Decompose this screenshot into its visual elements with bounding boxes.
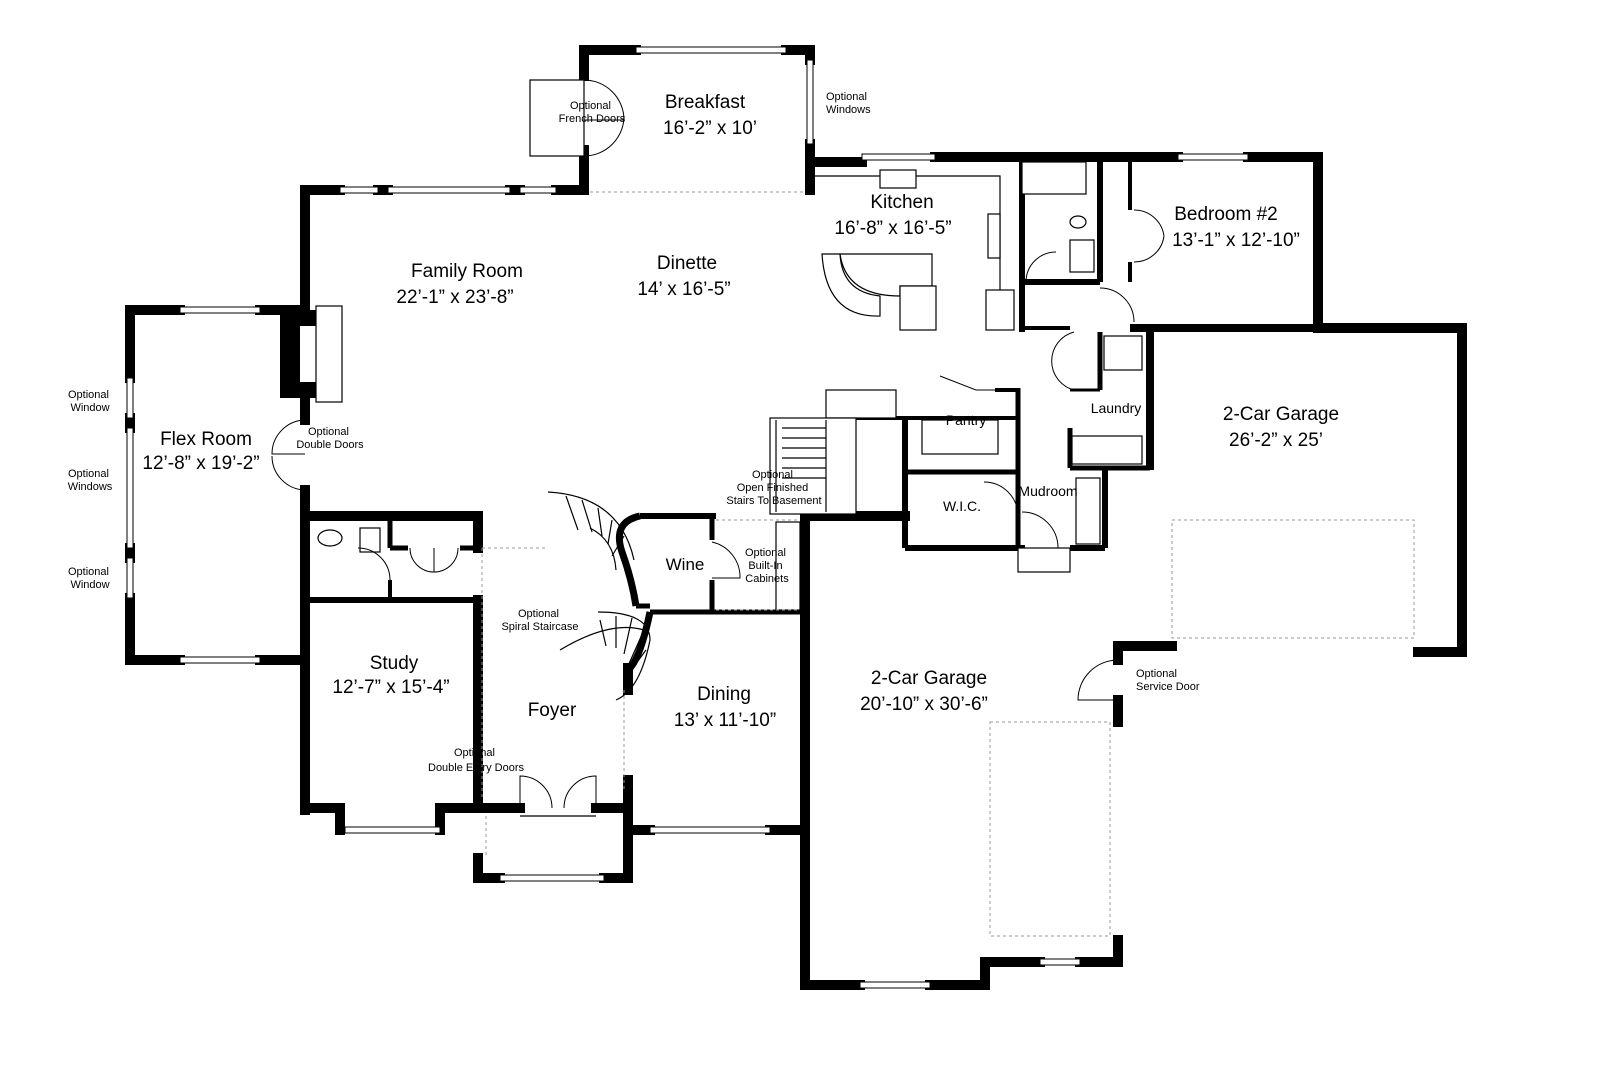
note-builtin-cabinets: Optional Built-In Cabinets [745, 547, 789, 585]
label-breakfast-dim: 16’-2” x 10’ [663, 118, 757, 139]
label-dinette-dim: 14’ x 16’-5” [637, 279, 730, 300]
label-flex-name: Flex Room [160, 429, 252, 450]
label-dinette-name: Dinette [657, 253, 717, 274]
notes: Optional French Doors Optional Windows O… [68, 91, 1200, 774]
label-garage2-dim: 26’-2” x 25’ [1229, 430, 1323, 451]
label-wine: Wine [666, 555, 705, 574]
label-breakfast-name: Breakfast [665, 92, 746, 113]
label-garage1-dim: 20’-10” x 30’-6” [860, 694, 988, 715]
label-flex-dim: 12’-8” x 19’-2” [142, 453, 259, 474]
windows [126, 46, 1249, 989]
label-dining-name: Dining [697, 684, 751, 705]
label-study-dim: 12’-7” x 15’-4” [332, 677, 449, 698]
label-kitchen-name: Kitchen [870, 192, 933, 213]
label-kitchen-dim: 16’-8” x 16’-5” [834, 218, 951, 239]
note-stairs-basement: Optional Open Finished Stairs To Basemen… [726, 469, 821, 507]
note-service-door: Optional Service Door [1136, 668, 1200, 693]
label-mudroom: Mudroom [1018, 483, 1077, 499]
label-garage2-name: 2-Car Garage [1223, 404, 1339, 425]
note-flex-window-top: Optional Window [68, 389, 112, 414]
label-study-name: Study [370, 653, 419, 674]
label-foyer: Foyer [528, 700, 577, 721]
fixtures [271, 79, 1415, 937]
note-breakfast-windows: Optional Windows [826, 91, 871, 116]
label-bedroom2-name: Bedroom #2 [1174, 204, 1278, 225]
label-pantry: Pantry [946, 412, 986, 428]
note-flex-window-bottom: Optional Window [68, 566, 112, 591]
label-family-dim: 22’-1” x 23’-8” [396, 287, 513, 308]
label-garage1-name: 2-Car Garage [871, 668, 987, 689]
label-bedroom2-dim: 13’-1” x 12’-10” [1172, 230, 1300, 251]
label-dining-dim: 13’ x 11’-10” [674, 710, 776, 731]
note-double-doors: Optional Double Doors [296, 426, 364, 451]
room-labels: Breakfast 16’-2” x 10’ Kitchen 16’-8” x … [142, 92, 1339, 731]
note-spiral-staircase: Optional Spiral Staircase [501, 608, 578, 633]
note-entry-doors: Optional Double Entry Doors [428, 747, 524, 774]
note-flex-windows-mid: Optional Windows [68, 468, 113, 493]
walls [125, 45, 1467, 990]
note-french-doors: Optional French Doors [559, 100, 626, 125]
label-wic: W.I.C. [943, 498, 981, 514]
label-family-name: Family Room [411, 261, 523, 282]
label-laundry: Laundry [1091, 400, 1142, 416]
